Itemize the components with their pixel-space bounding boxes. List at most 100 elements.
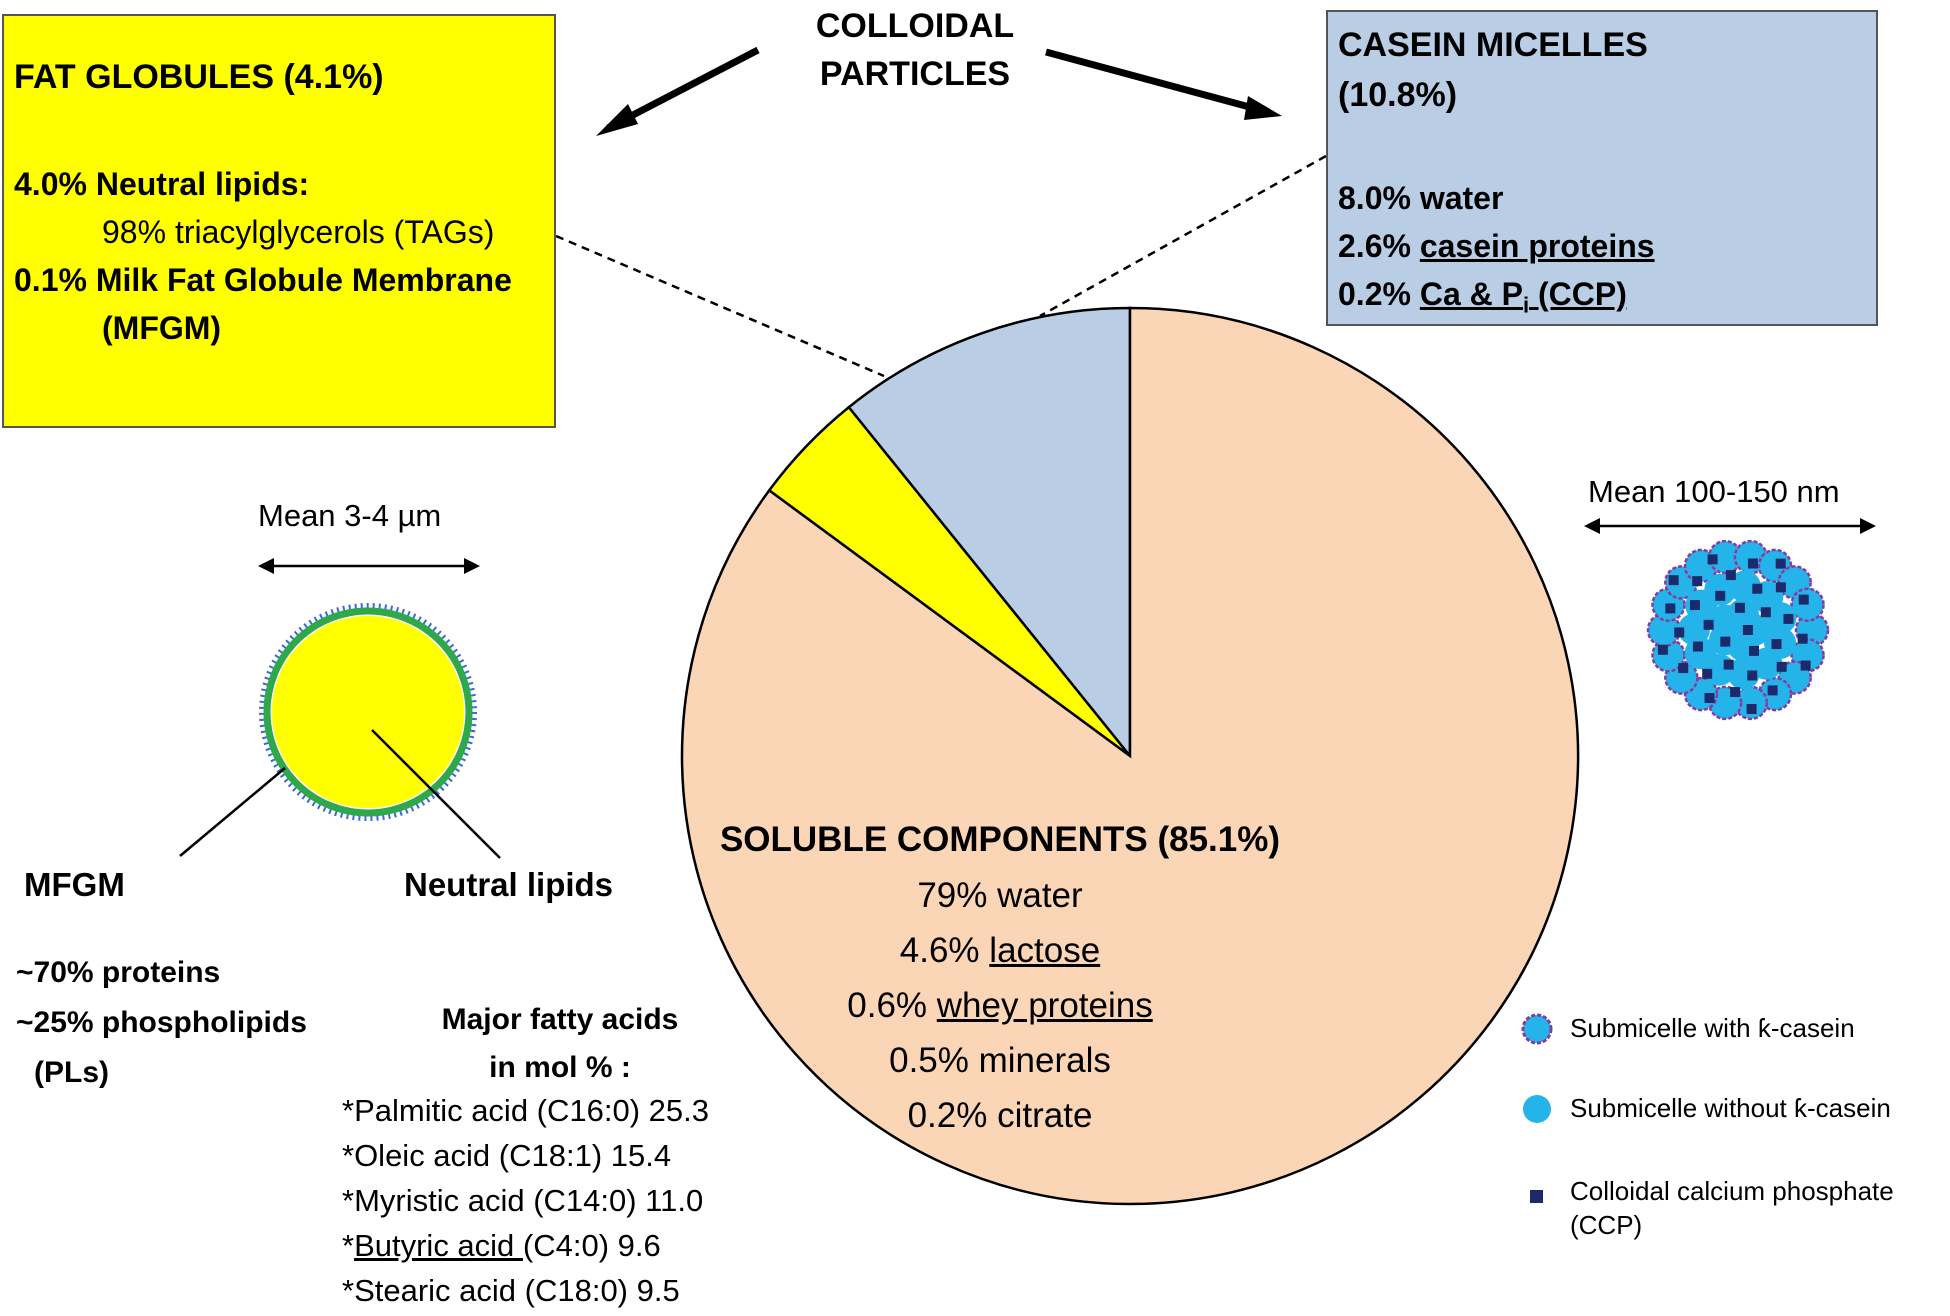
leader-fat-to-pie — [555, 234, 885, 378]
casein-title-line2: (10.8%) — [1338, 76, 1458, 114]
fat-globules-box: FAT GLOBULES (4.1%) 4.0% Neutral lipids:… — [2, 14, 556, 428]
pie-slice-casein-micelles — [847, 306, 1132, 760]
ccp-particle — [1730, 687, 1741, 698]
ccp-particle — [1752, 583, 1763, 594]
ccp-particle — [1665, 603, 1676, 614]
mfgm-line: 0.1% Milk Fat Globule Membrane — [14, 262, 512, 299]
colloidal-heading-line2: PARTICLES — [819, 55, 1011, 93]
submicelle-without-kappa — [1764, 602, 1797, 635]
size-arrow-fat-left-head — [258, 558, 274, 574]
composition-pie — [680, 306, 1580, 1206]
pie-slice-soluble-components — [680, 306, 1580, 1206]
ccp-pct: 0.2% — [1338, 276, 1411, 312]
casein-proteins-label: casein proteins — [1419, 228, 1655, 264]
ccp-particle — [1725, 570, 1736, 581]
mfgm-pct: 0.1% — [14, 262, 87, 298]
soluble-lactose: 4.6% lactose — [700, 923, 1300, 978]
ccp-particle — [1702, 668, 1713, 679]
ccp-label-subscript: i — [1522, 292, 1530, 318]
ccp-particle — [1742, 625, 1753, 635]
mfgm-phospholipids: ~25% phospholipids — [16, 1006, 307, 1039]
whey-pct: 0.6% — [847, 986, 928, 1025]
fat-globule-membrane — [263, 607, 473, 817]
fatty-acid-oleic: *Oleic acid (C18:1) 15.4 — [342, 1138, 672, 1173]
fatty-acid-myristic: *Myristic acid (C14:0) 11.0 — [342, 1183, 704, 1218]
arrow-to-casein-micelles-head — [1244, 96, 1282, 120]
mfgm-composition: ~70% proteins ~25% phospholipids (PLs) — [16, 948, 307, 1098]
ccp-particle — [1760, 607, 1771, 618]
ccp-particle — [1703, 619, 1714, 630]
casein-micelles-box: CASEIN MICELLES (10.8%) 8.0% water 2.6% … — [1326, 10, 1878, 326]
ccp-particle — [1798, 594, 1809, 605]
legend-ccp-line2: (CCP) — [1570, 1210, 1643, 1240]
tags-line: 98% triacylglycerols (TAGs) — [102, 214, 495, 250]
ccp-particle — [1767, 685, 1778, 696]
micelle-size-label: Mean 100-150 nm — [1588, 474, 1840, 509]
legend-ccp-line1: Colloidal calcium phosphate — [1570, 1176, 1894, 1206]
legend-submicelle-without-kappa: Submicelle without ƙ-casein — [1570, 1093, 1891, 1123]
fat-globule-dotted-surface — [259, 603, 477, 821]
ccp-particle — [1692, 641, 1703, 652]
fatty-acid-butyric: *Butyric acid (C4:0) 9.6 — [342, 1223, 709, 1268]
casein-title: CASEIN MICELLES (10.8%) — [1338, 20, 1648, 120]
fatty-acids-list: *Palmitic acid (C16:0) 25.3 *Oleic acid … — [342, 1088, 709, 1313]
soluble-minerals: 0.5% minerals — [889, 1041, 1111, 1080]
casein-proteins-line: 2.6% casein proteins — [1338, 228, 1655, 265]
ccp-particle — [1775, 582, 1786, 593]
legend-symbols — [1521, 1013, 1553, 1203]
ccp-particle — [1747, 558, 1758, 569]
size-arrow-fat-right-head — [464, 558, 480, 574]
butyric-star: * — [342, 1228, 355, 1263]
neutral-lipids-line: 4.0% Neutral lipids: — [14, 166, 309, 203]
soluble-whey: 0.6% whey proteins — [700, 978, 1300, 1033]
colloidal-particles-heading: COLLOIDAL PARTICLES — [700, 2, 1130, 98]
ccp-label: Ca & Pi (CCP) — [1419, 276, 1627, 317]
neutral-lipids-pct: 4.0% — [14, 166, 87, 202]
whey-label: whey proteins — [936, 986, 1153, 1025]
ccp-particle — [1746, 704, 1757, 715]
fatty-acids-title-line2: in mol % : — [489, 1051, 631, 1084]
submicelle-without-kappa — [1727, 657, 1760, 690]
submicelle-with-kappa — [1790, 587, 1825, 622]
mfgm-abbr: (MFGM) — [102, 310, 222, 346]
fat-globules-title: FAT GLOBULES (4.1%) — [14, 58, 384, 96]
size-arrow-micelle-right-head — [1860, 518, 1876, 534]
butyric-label: Butyric acid — [354, 1228, 523, 1263]
ccp-particle — [1749, 645, 1760, 656]
casein-water-line: 8.0% water — [1338, 180, 1504, 216]
ccp-particle — [1797, 633, 1808, 644]
mfgm-proteins: ~70% proteins — [16, 956, 221, 989]
ccp-particle — [1771, 639, 1782, 650]
leader-casein-to-pie — [1039, 154, 1327, 318]
ccp-label-main: Ca & P — [1419, 276, 1523, 312]
fat-globule-size-label: Mean 3-4 µm — [258, 498, 442, 533]
ccp-particle — [1783, 613, 1794, 624]
ccp-particle — [1747, 670, 1758, 681]
legend-submicelle-without-kappa-icon — [1523, 1095, 1551, 1123]
mfgm-pls: (PLs) — [34, 1056, 109, 1089]
lactose-pct: 4.6% — [899, 931, 980, 970]
ccp-line: 0.2% Ca & Pi (CCP) — [1338, 276, 1627, 318]
butyric-rest: (C4:0) 9.6 — [522, 1228, 661, 1263]
casein-title-line1: CASEIN MICELLES — [1338, 26, 1648, 64]
ccp-particle — [1720, 636, 1731, 647]
casein-micelle-illustration — [1584, 518, 1876, 721]
ccp-particle — [1715, 590, 1726, 601]
mfgm-pointer-line — [179, 767, 286, 857]
ccp-particle — [1657, 644, 1668, 655]
lactose-label: lactose — [989, 931, 1101, 970]
ccp-particle — [1692, 576, 1703, 587]
neutral-lipids-pointer-label: Neutral lipids — [404, 866, 614, 903]
casein-proteins-pct: 2.6% — [1338, 228, 1411, 264]
neutral-lipids-pointer-line — [371, 729, 501, 859]
colloidal-heading-line1: COLLOIDAL — [815, 7, 1015, 45]
submicelle-without-kappa — [1704, 573, 1737, 606]
fatty-acid-palmitic: *Palmitic acid (C16:0) 25.3 — [342, 1093, 709, 1128]
ccp-particle — [1668, 575, 1679, 586]
neutral-lipids-label: Neutral lipids: — [95, 166, 310, 202]
fat-globule-illustration — [179, 558, 501, 859]
soluble-title: SOLUBLE COMPONENTS (85.1%) — [719, 820, 1281, 859]
size-arrow-micelle-left-head — [1584, 518, 1600, 534]
fatty-acids-title-line1: Major fatty acids — [441, 1003, 679, 1036]
